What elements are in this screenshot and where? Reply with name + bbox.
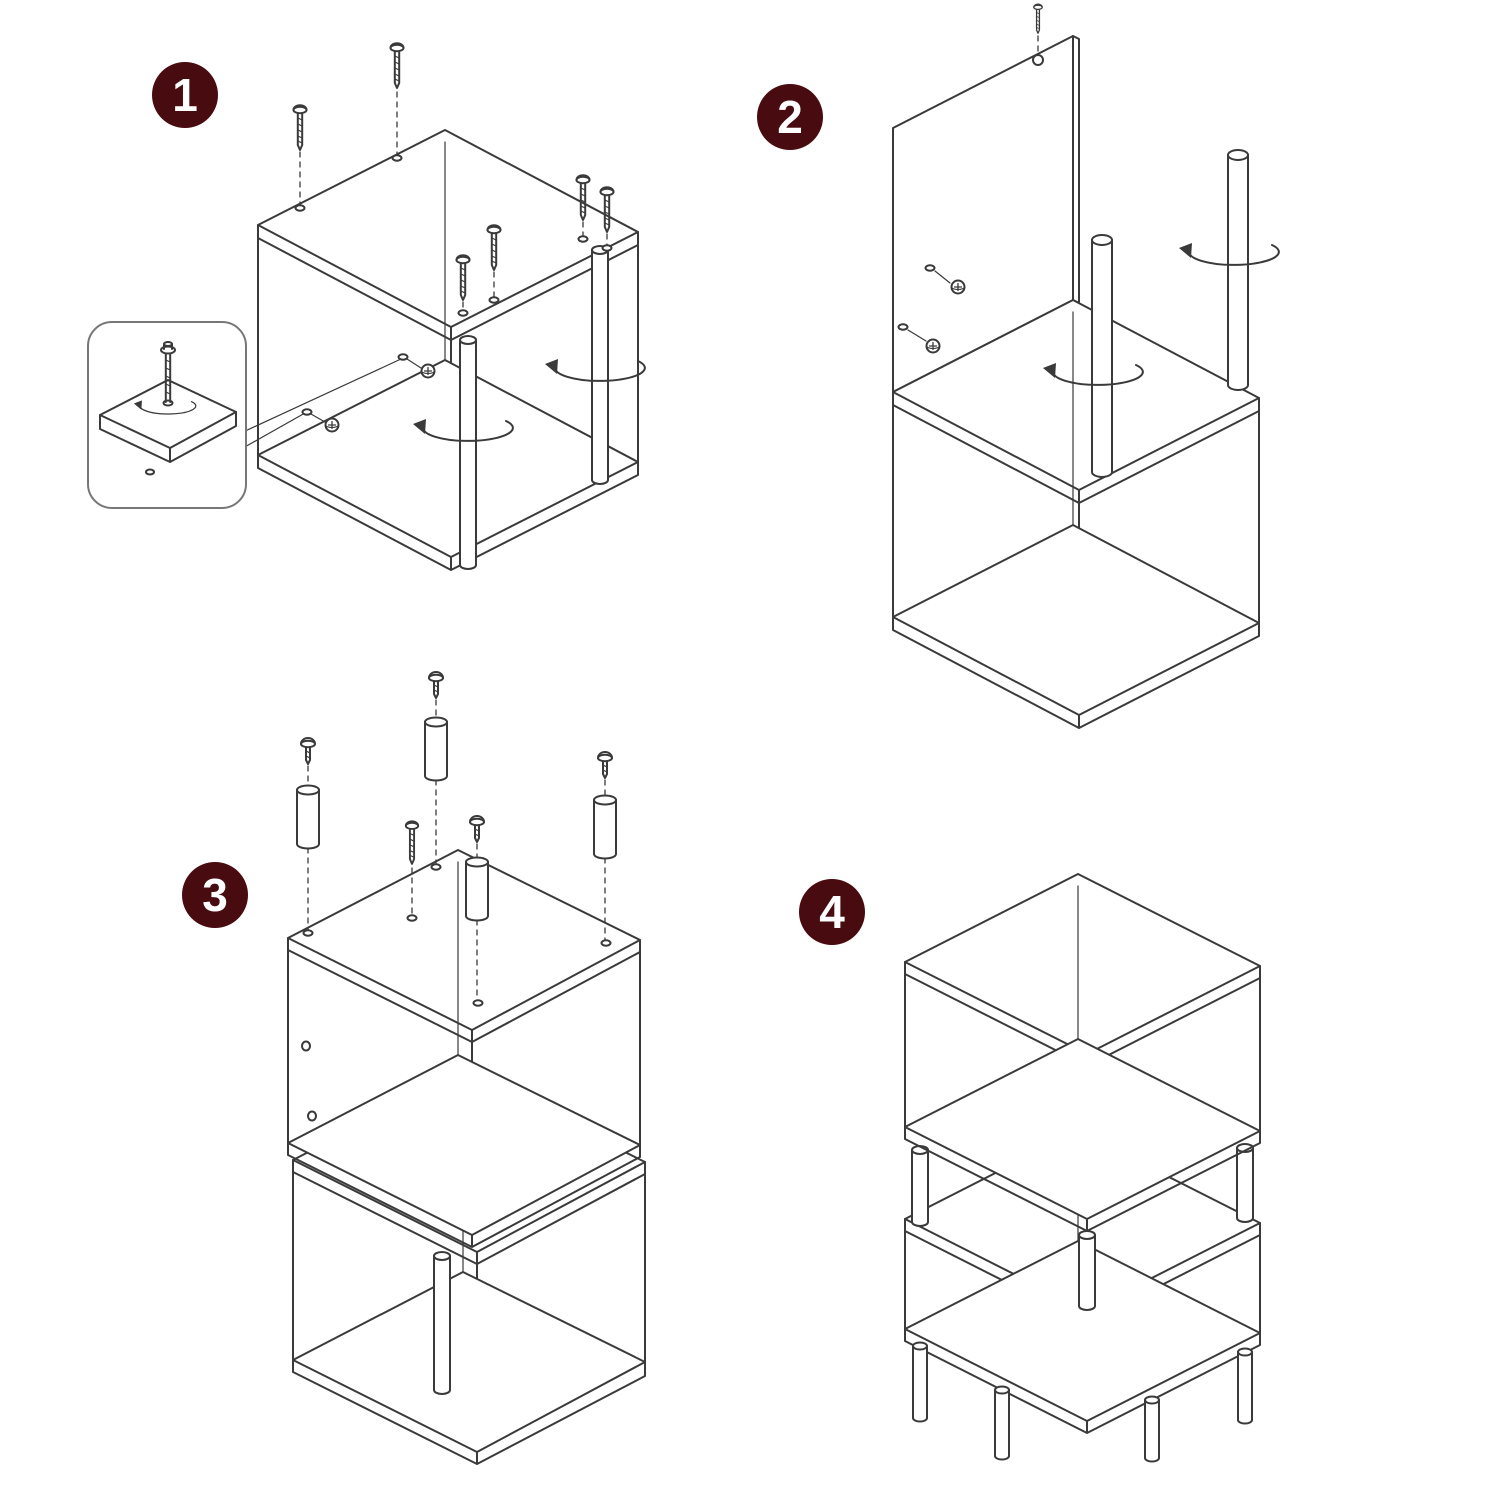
step-3-badge: 3: [182, 862, 248, 928]
step-2-drawing: [892, 3, 1280, 729]
leg-cylinder: [459, 335, 477, 570]
cam-nut-icon: [324, 417, 340, 433]
leg-cylinder: [1091, 234, 1113, 478]
cam-nut-icon: [925, 338, 941, 354]
step-4-badge: 4: [799, 879, 865, 945]
step-3-number: 3: [202, 869, 228, 921]
leg-cylinder: [433, 1251, 451, 1395]
leg-cylinder: [1227, 149, 1249, 391]
upper-cube: [287, 849, 641, 1248]
step-2-badge: 2: [757, 84, 823, 150]
step-2-number: 2: [777, 91, 803, 143]
upper-cube: [904, 873, 1261, 1232]
step-3-drawing: [287, 671, 646, 1465]
step-1-badge: 1: [152, 62, 218, 128]
screw-icon: [1033, 3, 1043, 34]
step-1-drawing: [87, 42, 646, 571]
leg-cylinder: [591, 245, 609, 485]
cam-nut-icon: [420, 363, 436, 379]
floor-legs: [912, 1341, 1253, 1463]
step-4-number: 4: [819, 886, 845, 938]
cam-bolt-icon: [160, 341, 176, 403]
cube-frame: [257, 129, 639, 571]
step-4-drawing: [904, 873, 1261, 1463]
cam-nut-icon: [950, 279, 966, 295]
foot-spacers: [296, 671, 617, 1007]
cube-frame: [892, 299, 1260, 729]
step-1-number: 1: [172, 69, 198, 121]
cam-bolt-detail-inset: [87, 321, 247, 509]
